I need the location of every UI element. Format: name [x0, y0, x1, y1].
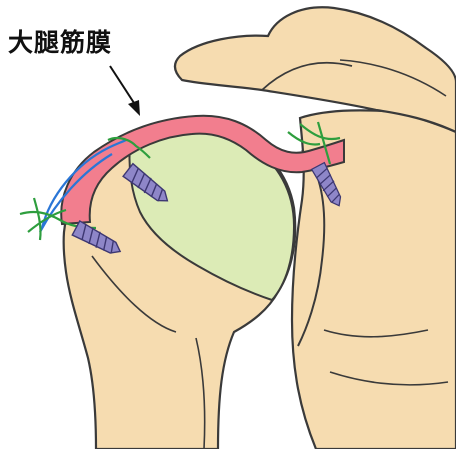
fascia-lata-label: 大腿筋膜	[8, 30, 112, 55]
label-leader-line	[110, 66, 136, 106]
label-leader-arrowhead	[128, 100, 140, 116]
